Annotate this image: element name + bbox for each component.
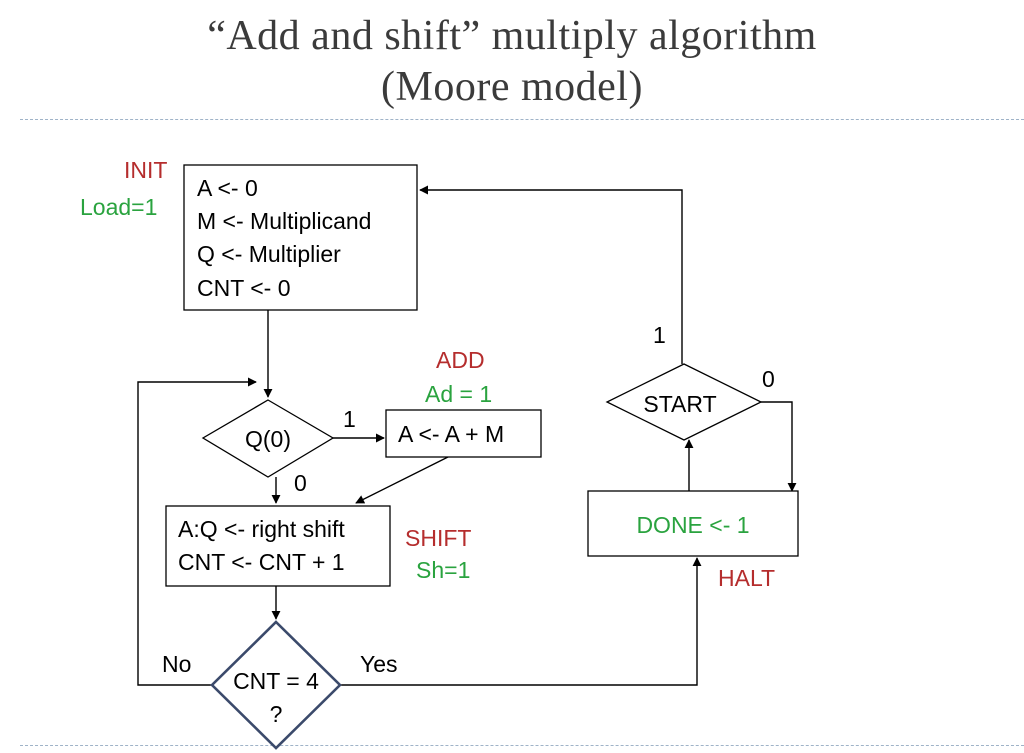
cnt-line-1: CNT = 4: [233, 668, 319, 694]
shift-state-label: SHIFT: [405, 525, 471, 551]
arrow-add-to-shift: [355, 456, 449, 504]
q0-branch-1: 1: [343, 406, 356, 432]
arrow-no-loop-back: [137, 377, 257, 686]
arrow-start-1-to-init: [419, 185, 683, 364]
cnt-decision: [210, 620, 342, 750]
init-line-2: M <- Multiplicand: [197, 208, 371, 234]
add-output-label: Ad = 1: [425, 381, 492, 407]
init-state-label: INIT: [124, 157, 167, 183]
halt-line: DONE <- 1: [636, 512, 749, 538]
shift-output-label: Sh=1: [416, 557, 470, 583]
slide-title-line2: (Moore model): [381, 64, 643, 110]
cnt-yes-label: Yes: [360, 651, 398, 677]
start-branch-1: 1: [653, 322, 666, 348]
halt-box: [587, 490, 799, 557]
init-output-label: Load=1: [80, 194, 157, 220]
start-decision: [605, 363, 763, 441]
init-box: [183, 164, 418, 311]
slide-title-line1: “Add and shift” multiply algorithm: [207, 13, 817, 59]
add-state-label: ADD: [436, 347, 485, 373]
connectors: [137, 185, 797, 686]
q0-branch-0: 0: [294, 470, 307, 496]
cnt-line-2: ?: [270, 701, 283, 727]
q0-label: Q(0): [245, 426, 291, 452]
start-branch-0: 0: [762, 366, 775, 392]
q0-decision: [201, 399, 335, 478]
cnt-no-label: No: [162, 651, 191, 677]
add-box: [385, 409, 542, 458]
add-line: A <- A + M: [398, 421, 504, 447]
init-line-1: A <- 0: [197, 175, 258, 201]
halt-state-label: HALT: [718, 565, 775, 591]
shift-line-2: CNT <- CNT + 1: [178, 549, 345, 575]
start-label: START: [643, 391, 716, 417]
arrow-start-0-to-halt: [761, 401, 797, 492]
init-line-3: Q <- Multiplier: [197, 241, 341, 267]
top-divider: [20, 119, 1024, 120]
arrow-yes-to-halt: [340, 557, 702, 686]
shift-line-1: A:Q <- right shift: [178, 516, 345, 542]
init-line-4: CNT <- 0: [197, 275, 291, 301]
bottom-divider: [20, 745, 1024, 746]
shift-box: [165, 505, 391, 587]
